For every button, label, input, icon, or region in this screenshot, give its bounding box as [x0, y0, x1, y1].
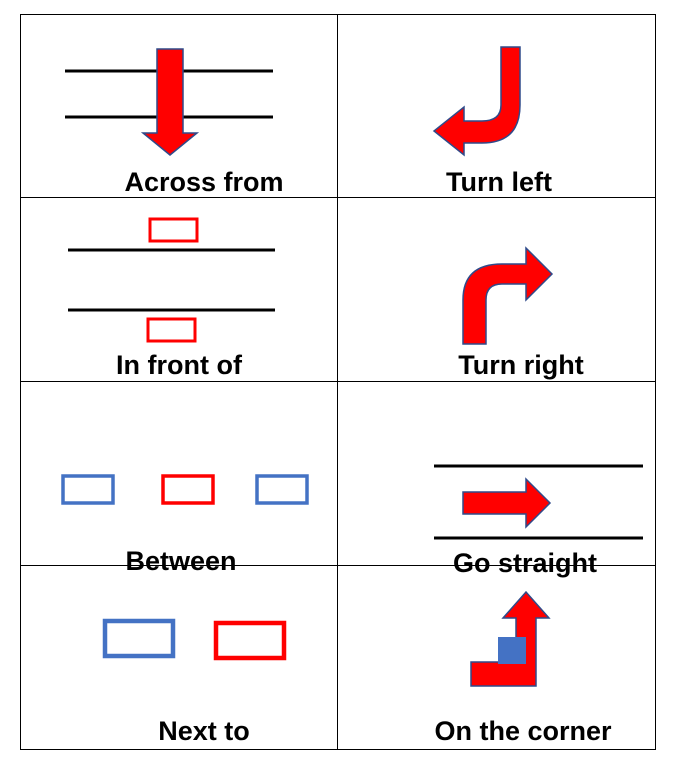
rectangle-icon [161, 474, 215, 505]
card-between: Between [20, 381, 338, 575]
card-in-front-of: In front of [20, 197, 338, 382]
rectangle-icon [102, 618, 176, 659]
go-straight-illustration [434, 464, 643, 540]
card-label-across-from: Across from [124, 167, 284, 197]
rectangle-icon [213, 620, 287, 661]
vocabulary-card-grid: Across from Turn left In front of Turn r… [20, 14, 656, 750]
in-front-of-illustration [68, 217, 275, 343]
rectangle-icon [146, 317, 197, 343]
card-turn-right: Turn right [337, 197, 656, 382]
turn-left-illustration [432, 46, 521, 157]
u-turn-left-arrow-icon [432, 46, 521, 157]
on-the-corner-illustration [470, 590, 551, 687]
down-arrow-icon [140, 48, 200, 156]
bent-right-arrow-icon [462, 246, 554, 345]
card-label-turn-right: Turn right [458, 350, 584, 380]
card-next-to: Next to [20, 565, 338, 750]
card-go-straight: Go straight [337, 381, 656, 577]
card-label-next-to: Next to [158, 716, 250, 746]
right-arrow-icon [462, 477, 552, 529]
card-label-on-the-corner: On the corner [434, 716, 612, 746]
card-label-go-straight: Go straight [452, 548, 598, 578]
card-turn-left: Turn left [337, 14, 656, 198]
next-to-illustration [102, 618, 287, 661]
card-label-in-front-of: In front of [116, 350, 242, 380]
rectangle-icon [148, 217, 199, 243]
rectangle-icon [61, 474, 115, 505]
turn-right-illustration [462, 246, 554, 345]
card-label-between: Between [125, 546, 237, 576]
card-across-from: Across from [20, 14, 338, 198]
across-from-illustration [65, 48, 273, 156]
rectangle-icon [255, 474, 309, 505]
card-on-the-corner: On the corner [337, 565, 656, 750]
square-icon [498, 637, 526, 664]
card-label-turn-left: Turn left [446, 167, 552, 197]
between-illustration [61, 474, 309, 505]
